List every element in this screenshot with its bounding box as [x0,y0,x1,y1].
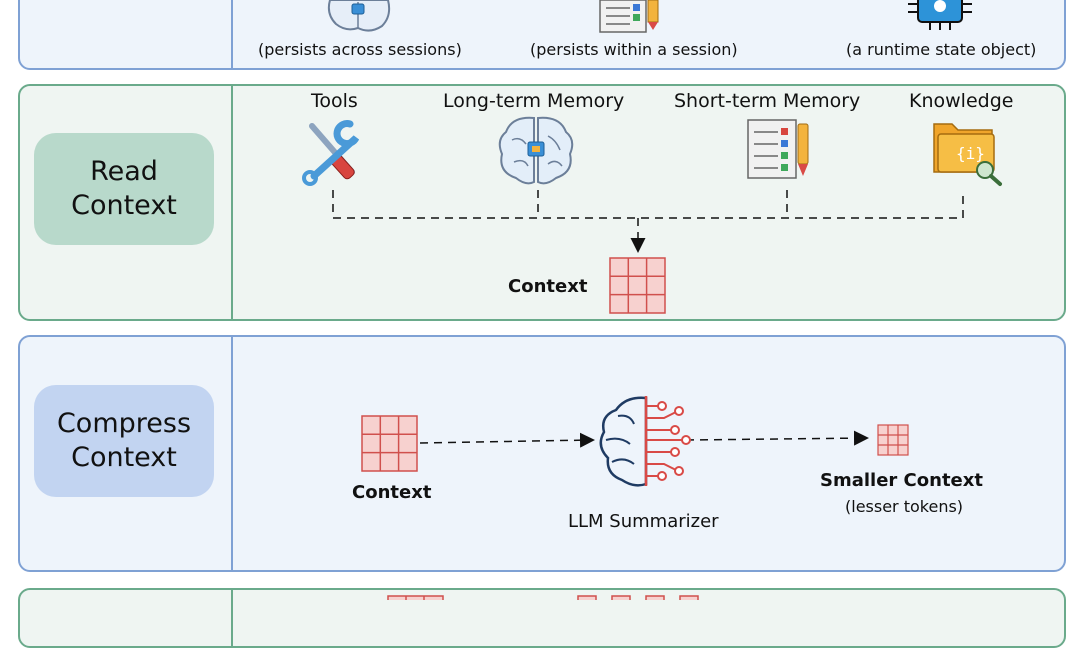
panel-divider [231,337,233,570]
panel-divider [231,86,233,319]
caption-state: (a runtime state object) [846,40,1037,59]
tools-icon [302,120,360,186]
read-connectors [332,190,964,253]
source-label-short-term-memory: Short-term Memory [674,90,861,112]
diagram-graphics: {i} [302,0,1002,600]
read-context-output-label: Context [508,276,588,297]
top-panel [18,0,1066,70]
compress-input-label: Context [352,482,432,503]
knowledge-folder-icon: {i} [933,123,1002,186]
brain-icon [327,0,391,32]
caption-short-term: (persists within a session) [530,40,738,59]
bottom-grid-icons [387,595,699,600]
compress-context-title: Compress Context [34,385,214,497]
smaller-context-grid-icon [877,424,909,456]
context-grid-icon [609,257,666,314]
neural-brain-icon [599,396,691,487]
chip-icon [908,0,972,30]
compress-input-grid-icon [361,415,418,472]
checklist-icon [599,0,659,33]
panel-divider [231,0,233,68]
source-label-tools: Tools [311,90,358,112]
long-term-memory-icon [498,116,574,185]
llm-summarizer-label: LLM Summarizer [568,511,719,532]
caption-long-term: (persists across sessions) [258,40,462,59]
read-context-title: Read Context [34,133,214,245]
compress-connectors [419,430,869,448]
source-label-knowledge: Knowledge [909,90,1014,112]
lesser-tokens-label: (lesser tokens) [845,497,964,516]
short-term-memory-icon [747,119,809,179]
smaller-context-label: Smaller Context [820,470,983,491]
source-label-long-term-memory: Long-term Memory [443,90,625,112]
svg-text:{i}: {i} [956,144,985,163]
